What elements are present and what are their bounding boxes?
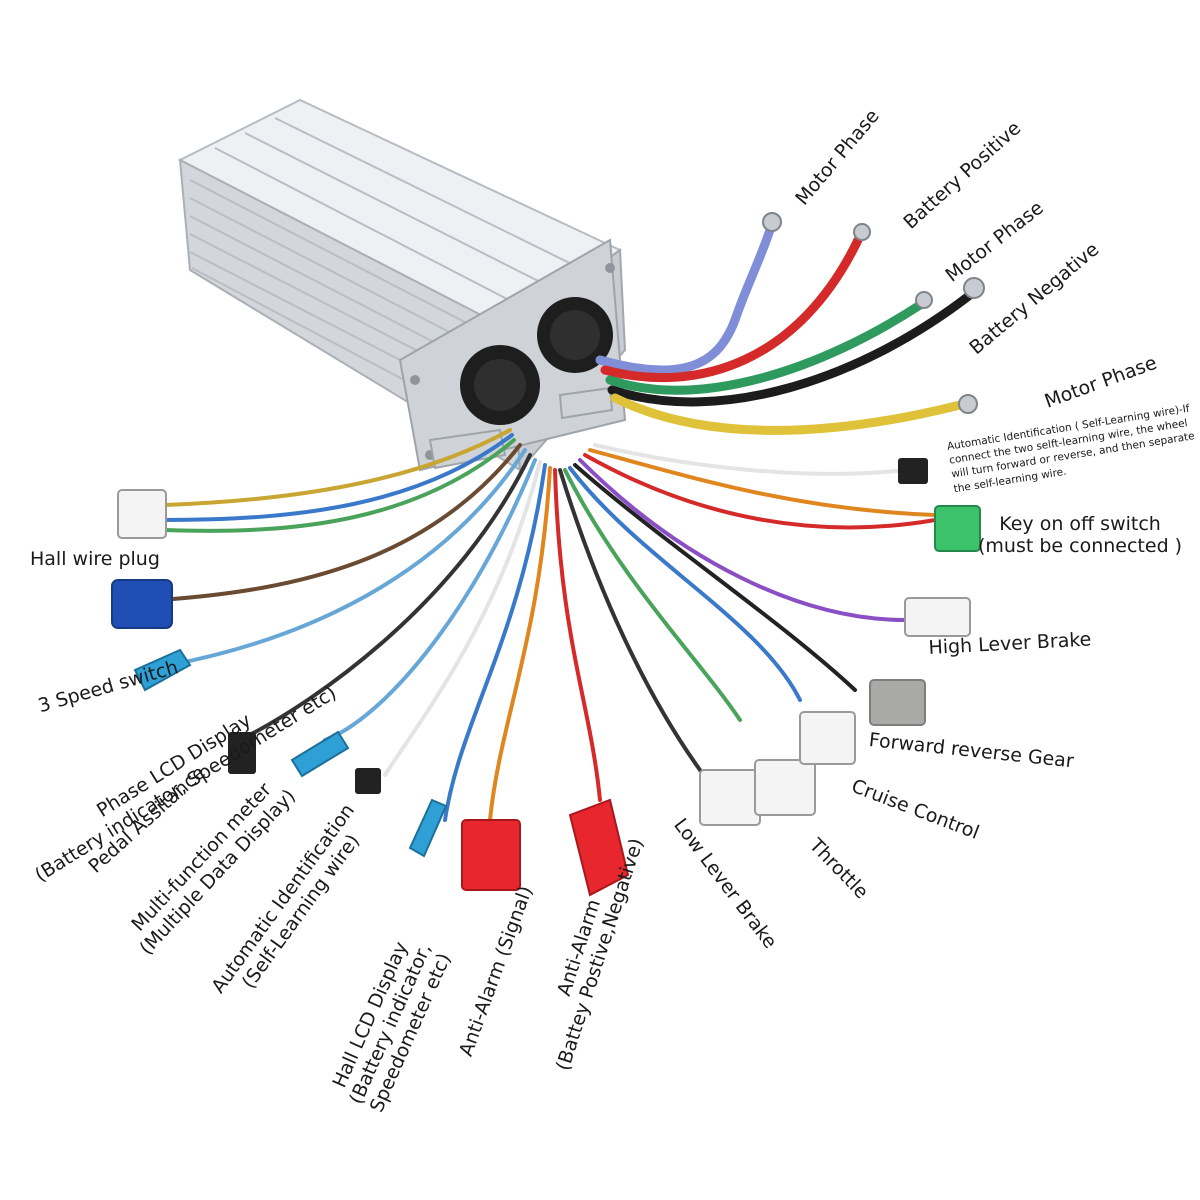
label-line: Key on off switch (999, 513, 1161, 535)
ring-terminals (762, 212, 985, 414)
controller-housing (177, 98, 627, 473)
connectors (111, 458, 981, 897)
label-key-switch: Key on off switch (must be connected ) (978, 513, 1183, 558)
label-line: (must be connected ) (978, 534, 1183, 557)
label-hall-wire-plug: Hall wire plug (30, 548, 160, 570)
signal-wires (158, 428, 937, 822)
power-wires (595, 225, 975, 435)
